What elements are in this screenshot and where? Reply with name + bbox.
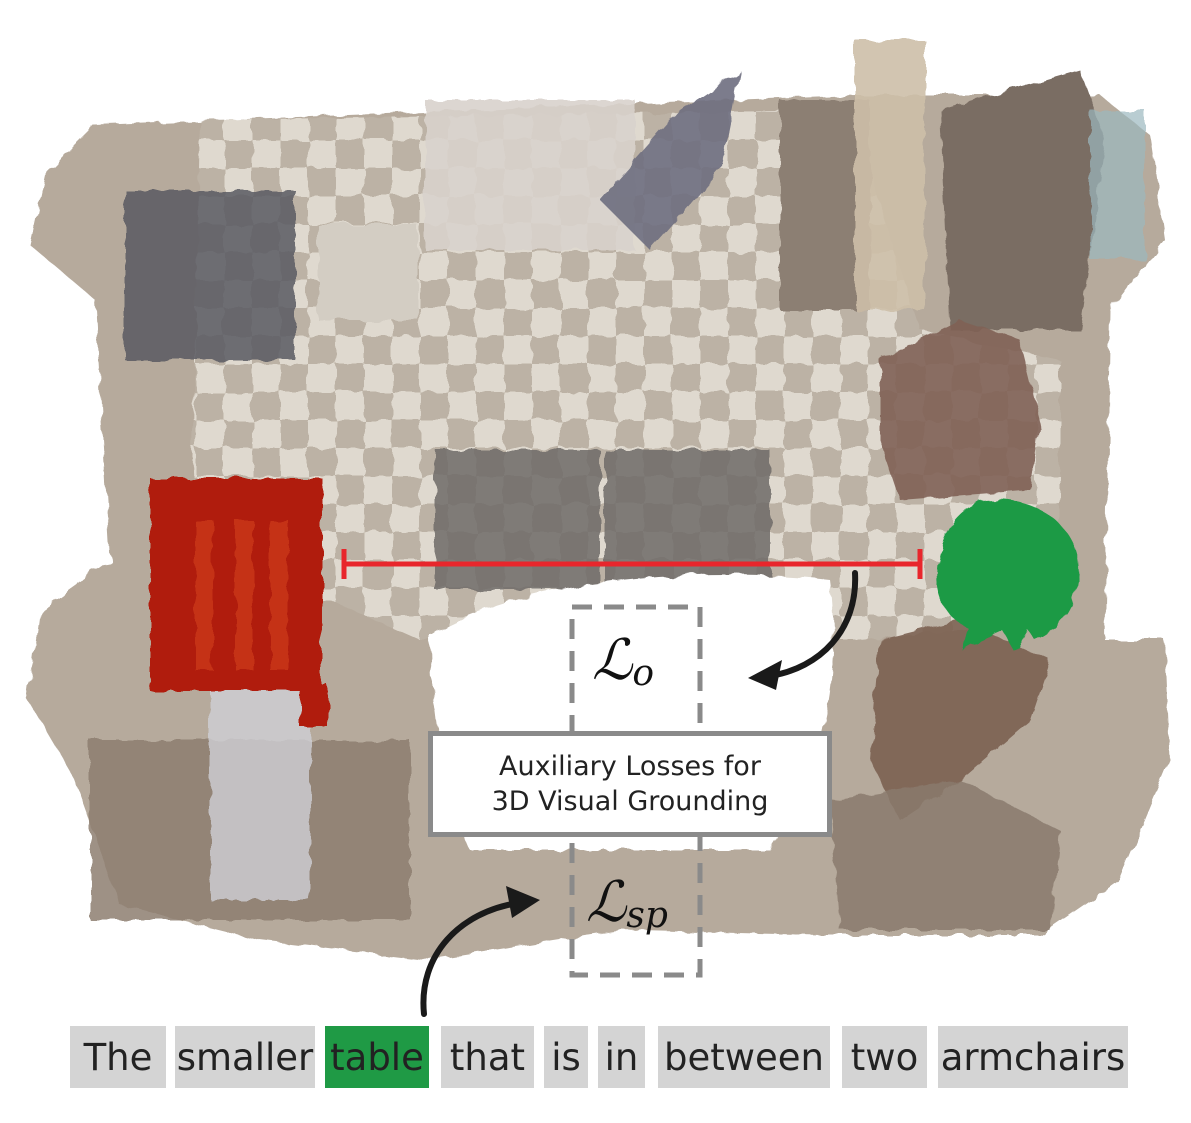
loss-subscript: o xyxy=(632,653,655,694)
loss-symbol: ℒ xyxy=(586,870,627,935)
token-is: is xyxy=(544,1026,588,1088)
token-two: two xyxy=(842,1026,927,1088)
arrow-to-lo xyxy=(748,570,859,690)
loss-object: ℒo xyxy=(592,628,655,694)
loss-spatial: ℒsp xyxy=(586,870,668,936)
arrow-to-lsp xyxy=(420,886,540,1017)
token-the: The xyxy=(70,1026,166,1088)
token-that: that xyxy=(441,1026,534,1088)
token-in: in xyxy=(598,1026,645,1088)
target-table xyxy=(150,478,328,727)
token-between: between xyxy=(658,1026,830,1088)
anchor-object xyxy=(936,499,1079,652)
furniture xyxy=(90,40,1145,930)
distance-line xyxy=(341,549,923,579)
caption-line-2: 3D Visual Grounding xyxy=(491,786,769,817)
token-smaller: smaller xyxy=(175,1026,315,1088)
loss-subscript: sp xyxy=(626,895,668,936)
token-armchairs: armchairs xyxy=(938,1026,1128,1088)
loss-symbol: ℒ xyxy=(592,628,633,693)
caption-box: Auxiliary Losses for 3D Visual Grounding xyxy=(428,731,832,837)
token-table-highlighted: table xyxy=(325,1026,429,1088)
caption-line-1: Auxiliary Losses for xyxy=(499,751,761,782)
